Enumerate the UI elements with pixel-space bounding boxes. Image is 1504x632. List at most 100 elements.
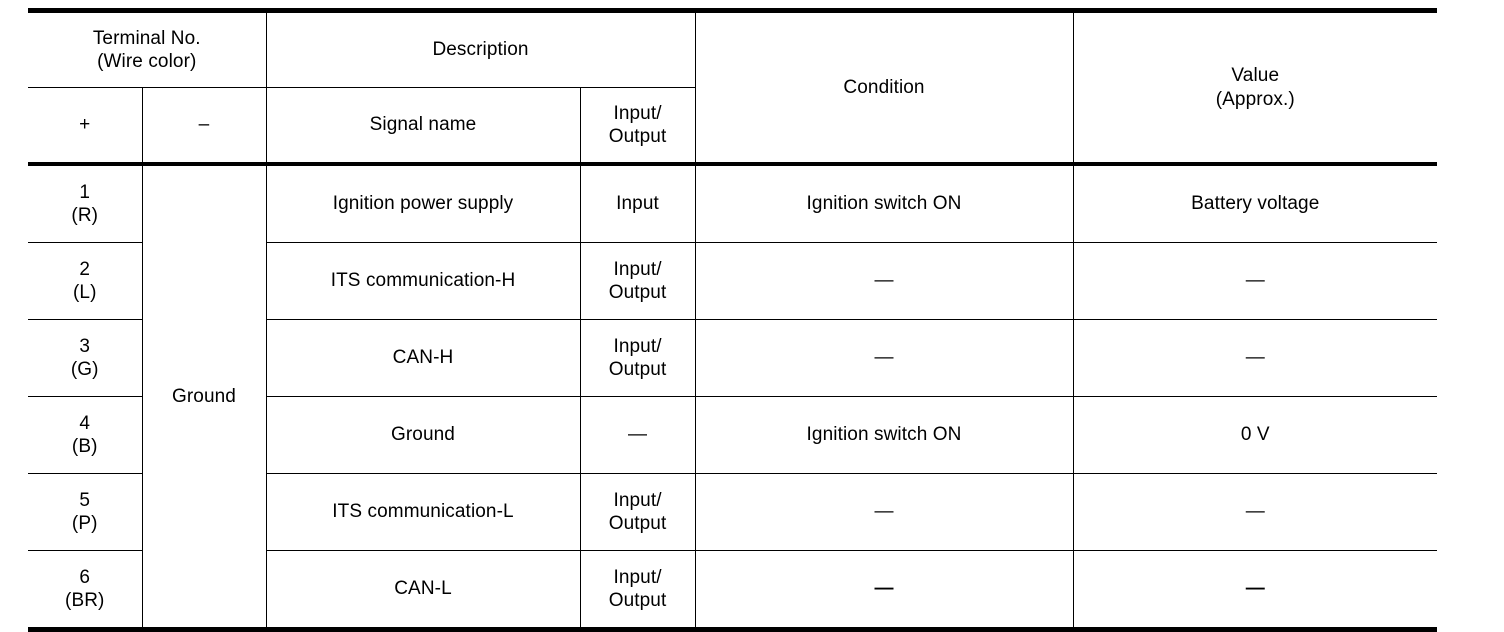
table-body: 1 (R) Ground Ignition power supply Input… xyxy=(28,162,1438,632)
header-input-output: Input/ Output xyxy=(579,87,696,166)
cell-terminal-no: 4 (B) xyxy=(28,396,143,474)
terminal-wire-color: (P) xyxy=(71,513,98,534)
input-output-line2: Output xyxy=(608,513,667,534)
cell-signal-name: ITS communication-H xyxy=(265,242,581,320)
table-row: 1 (R) Ground Ignition power supply Input… xyxy=(28,162,1438,632)
header-condition: Condition xyxy=(694,8,1074,166)
condition-text: Ignition switch ON xyxy=(806,193,962,215)
cell-signal-name: Ground xyxy=(265,396,581,474)
cell-value: — xyxy=(1072,242,1438,320)
table-header: Terminal No. (Wire color) Description Co… xyxy=(28,8,1438,166)
header-minus-label: – xyxy=(198,114,210,136)
cell-value: — xyxy=(1072,550,1438,632)
terminal-number: 3 xyxy=(79,335,91,357)
header-condition-label: Condition xyxy=(843,76,925,98)
header-terminal-no-line1: Terminal No. xyxy=(92,27,201,49)
header-value-approx-line2: (Approx.) xyxy=(1215,88,1295,110)
condition-text: Ignition switch ON xyxy=(806,424,962,446)
header-signal-name-label: Signal name xyxy=(369,114,477,136)
cell-input-output: Input/ Output xyxy=(579,473,696,551)
input-output-line2: Output xyxy=(608,359,667,380)
cell-value: Battery voltage xyxy=(1072,162,1438,243)
table-row: 5 (P) ITS communication-L Input/ Output … xyxy=(28,473,1438,551)
cell-condition: — xyxy=(694,550,1074,632)
table-row: 4 (B) Ground — Ignition switch ON 0 V xyxy=(28,396,1438,474)
cell-input-output: Input xyxy=(579,162,696,243)
value-text: Battery voltage xyxy=(1191,193,1320,215)
cell-input-output: Input/ Output xyxy=(579,550,696,632)
input-output-line1: Input xyxy=(616,193,659,215)
cell-input-output: — xyxy=(579,396,696,474)
value-text: — xyxy=(1245,270,1265,292)
condition-text: — xyxy=(874,270,894,292)
value-text: — xyxy=(1245,501,1265,523)
signal-name-text: CAN-L xyxy=(394,578,452,600)
condition-text: — xyxy=(874,578,894,600)
header-row-top: Terminal No. (Wire color) Description Co… xyxy=(28,8,1438,166)
signal-name-text: ITS communication-L xyxy=(332,501,514,523)
cell-signal-name: Ignition power supply xyxy=(265,162,581,243)
signal-name-text: CAN-H xyxy=(392,347,454,369)
cell-ground-negative-terminal: Ground xyxy=(141,162,267,632)
signal-name-text: Ignition power supply xyxy=(332,193,514,215)
ground-label: Ground xyxy=(172,385,236,407)
cell-signal-name: ITS communication-L xyxy=(265,473,581,551)
cell-condition: — xyxy=(694,242,1074,320)
header-terminal-no: Terminal No. (Wire color) xyxy=(28,8,267,88)
header-wire-color-line2: (Wire color) xyxy=(97,51,197,72)
cell-terminal-no: 5 (P) xyxy=(28,473,143,551)
cell-input-output: Input/ Output xyxy=(579,319,696,397)
header-description-label: Description xyxy=(432,39,529,61)
terminal-wire-color: (BR) xyxy=(65,590,105,611)
cell-condition: — xyxy=(694,473,1074,551)
terminal-number: 1 xyxy=(79,181,91,203)
cell-signal-name: CAN-H xyxy=(265,319,581,397)
input-output-line1: Input/ xyxy=(613,258,662,280)
input-output-line1: Input/ xyxy=(613,489,662,511)
terminal-wire-color: (B) xyxy=(71,436,98,457)
terminal-number: 2 xyxy=(79,258,91,280)
header-signal-name: Signal name xyxy=(265,87,581,166)
value-text: 0 V xyxy=(1240,424,1270,446)
input-output-line1: Input/ xyxy=(613,335,662,357)
terminal-number: 5 xyxy=(79,489,91,511)
terminal-number: 4 xyxy=(79,412,91,434)
input-output-line1: — xyxy=(627,424,648,446)
header-minus: – xyxy=(141,87,267,166)
signal-name-text: Ground xyxy=(391,424,455,446)
cell-input-output: Input/ Output xyxy=(579,242,696,320)
table-row: 2 (L) ITS communication-H Input/ Output … xyxy=(28,242,1438,320)
signal-name-text: ITS communication-H xyxy=(330,270,516,292)
cell-terminal-no: 6 (BR) xyxy=(28,550,143,632)
document-page: Terminal No. (Wire color) Description Co… xyxy=(28,8,1438,632)
cell-condition: Ignition switch ON xyxy=(694,162,1074,243)
input-output-line2: Output xyxy=(608,590,667,611)
header-description: Description xyxy=(265,8,696,88)
condition-text: — xyxy=(874,347,894,369)
terminal-value-table: Terminal No. (Wire color) Description Co… xyxy=(28,8,1438,632)
header-value-line1: Value xyxy=(1231,65,1280,87)
value-text: — xyxy=(1245,578,1265,600)
header-input-output-line2: Output xyxy=(608,126,667,147)
cell-value: — xyxy=(1072,473,1438,551)
cell-terminal-no: 1 (R) xyxy=(28,162,143,243)
cell-terminal-no: 3 (G) xyxy=(28,319,143,397)
input-output-line2: Output xyxy=(608,282,667,303)
cell-condition: — xyxy=(694,319,1074,397)
header-value: Value (Approx.) xyxy=(1072,8,1438,166)
header-input-output-line1: Input/ xyxy=(613,102,662,124)
cell-value: 0 V xyxy=(1072,396,1438,474)
terminal-number: 6 xyxy=(79,566,91,588)
input-output-line1: Input/ xyxy=(613,566,662,588)
header-plus-label: + xyxy=(79,114,91,136)
header-plus: + xyxy=(28,87,143,166)
cell-value: — xyxy=(1072,319,1438,397)
terminal-wire-color: (L) xyxy=(72,282,97,303)
header-row-bottom: + – Signal name Input/ Output xyxy=(28,87,1437,166)
value-text: — xyxy=(1245,347,1265,369)
table-row: 3 (G) CAN-H Input/ Output — — xyxy=(28,319,1438,397)
terminal-wire-color: (G) xyxy=(70,359,99,380)
terminal-wire-color: (R) xyxy=(71,205,99,226)
cell-signal-name: CAN-L xyxy=(265,550,581,632)
cell-condition: Ignition switch ON xyxy=(694,396,1074,474)
